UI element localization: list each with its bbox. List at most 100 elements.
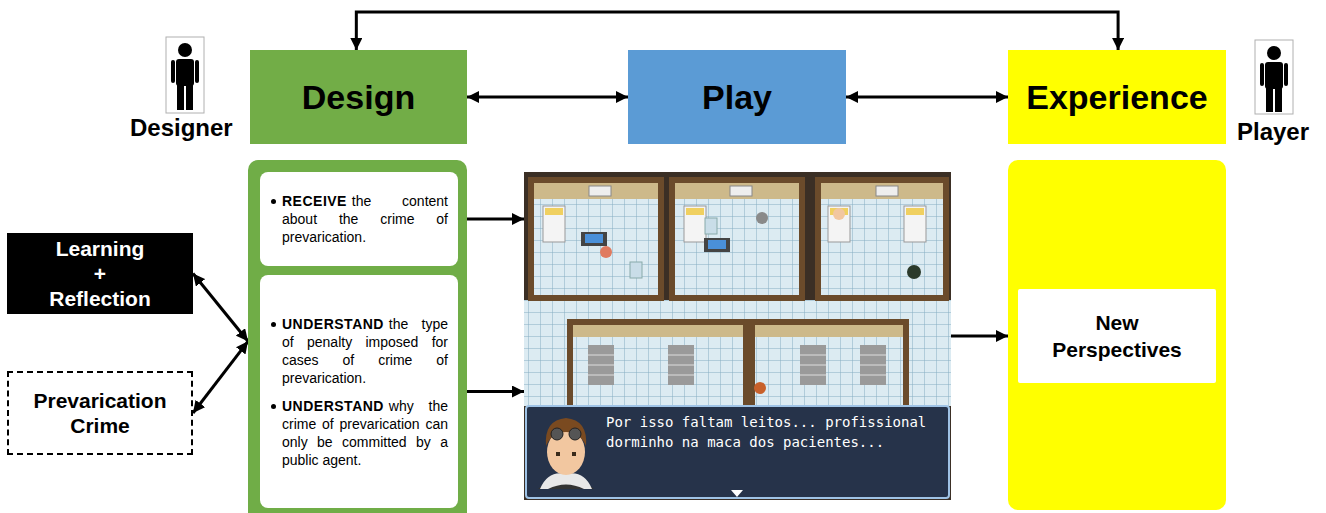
player-icon — [1284, 63, 1288, 86]
bullet-item: UNDERSTANDwhy the crime of prevarication… — [268, 397, 448, 469]
designer-icon — [177, 85, 184, 110]
hospital-room — [672, 180, 802, 298]
designer-icon — [186, 85, 193, 110]
role-label: Designer — [130, 114, 233, 142]
storage-room — [570, 322, 746, 412]
hospital-room — [828, 206, 850, 242]
storage-room — [588, 345, 614, 385]
dialog-box — [556, 452, 560, 456]
player-icon — [1260, 63, 1264, 86]
hospital-room — [818, 180, 946, 298]
hospital-room — [543, 206, 565, 242]
flow-arrow — [458, 390, 524, 393]
bullet-dot — [271, 322, 276, 327]
bullet-item: UNDERSTANDthe type of penalty imposed fo… — [268, 315, 448, 387]
node-text: Design — [302, 78, 415, 117]
input-box: Prevarication Crime — [7, 371, 193, 455]
flow-arrow — [356, 12, 1118, 50]
hospital-room — [589, 186, 611, 196]
hospital-room — [705, 218, 717, 234]
hospital-room — [906, 208, 924, 215]
dialog-box — [526, 406, 949, 498]
dialog-box — [551, 428, 563, 440]
action-verb: UNDERSTAND — [282, 316, 384, 332]
action-verb: RECEIVE — [282, 193, 347, 209]
stage-box: Play — [628, 50, 846, 144]
storage-room — [800, 355, 826, 375]
dialog-box — [569, 428, 581, 440]
hospital-room — [876, 186, 898, 196]
player-icon — [1255, 40, 1293, 114]
hospital-room — [531, 180, 661, 298]
hospital-room — [907, 265, 921, 279]
player-icon — [1266, 88, 1273, 112]
storage-room — [860, 355, 886, 375]
role-label: Player — [1237, 118, 1309, 146]
designer-icon — [166, 37, 204, 113]
designer-icon — [166, 37, 204, 113]
hospital-room — [534, 183, 658, 199]
flow-arrow — [193, 274, 248, 342]
storage-room — [573, 325, 743, 337]
design-panel: RECEIVEthe content about the crime of pr… — [248, 160, 467, 513]
hospital-room — [756, 212, 768, 224]
player-icon — [1265, 62, 1283, 89]
designer-icon — [195, 60, 199, 83]
goal-box: RECEIVEthe content about the crime of pr… — [260, 172, 458, 266]
hospital-room — [821, 183, 943, 199]
input-box: Learning + Reflection — [7, 233, 193, 314]
player-icon — [1267, 46, 1281, 60]
dialog-box — [546, 418, 586, 446]
hospital-room — [686, 208, 704, 215]
dialog-box — [731, 490, 743, 497]
stage-box: Design — [250, 50, 467, 144]
bullet-dot — [271, 404, 276, 409]
game-screen: Por isso faltam leitos... profissional d… — [524, 172, 951, 500]
storage-room — [860, 345, 886, 385]
flow-arrow — [467, 96, 628, 99]
hospital-room — [904, 206, 926, 242]
hospital-room — [585, 234, 603, 243]
hospital-room — [531, 180, 661, 298]
dialog-box — [526, 406, 949, 498]
hospital-room — [630, 262, 642, 278]
goal-box: UNDERSTANDthe type of penalty imposed fo… — [260, 275, 458, 508]
dialog-box — [540, 473, 592, 489]
connectors — [193, 12, 1118, 413]
flow-arrow — [193, 341, 248, 413]
storage-room — [800, 345, 826, 385]
hospital-room — [730, 186, 752, 196]
storage-room — [668, 355, 694, 375]
dialog-box — [533, 411, 599, 489]
hospital-room — [672, 180, 802, 298]
bullet-item: RECEIVEthe content about the crime of pr… — [268, 192, 448, 246]
stage-box: Experience — [1008, 50, 1226, 144]
node-text: Experience — [1026, 78, 1207, 117]
storage-room — [755, 325, 903, 337]
player-icon — [1275, 88, 1282, 112]
experience-panel: New Perspectives — [1008, 160, 1226, 510]
outcome-box: New Perspectives — [1018, 289, 1216, 383]
game-screenshot — [524, 172, 951, 500]
hospital-room — [833, 208, 845, 220]
game-screenshot — [524, 172, 951, 500]
hospital-room — [545, 208, 563, 215]
node-text: Learning + Reflection — [7, 236, 193, 312]
dialog-box — [572, 452, 576, 456]
designer-icon — [176, 59, 194, 86]
hospital-room — [818, 180, 946, 298]
hospital-room — [675, 183, 799, 199]
designer-icon — [178, 43, 192, 57]
player-icon — [1255, 40, 1293, 114]
hospital-room — [708, 240, 726, 249]
node-text: Prevarication Crime — [9, 388, 191, 438]
storage-room — [752, 322, 906, 412]
hospital-room — [581, 232, 607, 246]
hospital-room — [704, 238, 730, 252]
node-text: Play — [702, 78, 772, 117]
bullet-dot — [271, 199, 276, 204]
dialog-text: Por isso faltam leitos... profissional d… — [606, 412, 936, 452]
hospital-room — [684, 206, 706, 242]
